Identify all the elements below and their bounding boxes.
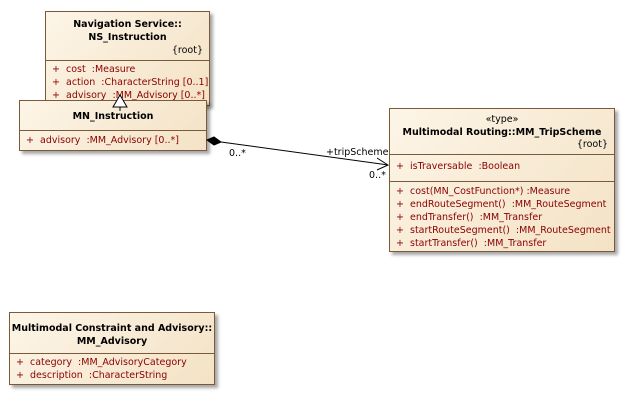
- attribute-row[interactable]: + isTraversable :Boolean: [396, 161, 521, 172]
- operation-row[interactable]: + endRouteSegment() :MM_RouteSegment: [396, 199, 607, 210]
- operation-row[interactable]: + endTransfer() :MM_Transfer: [396, 212, 543, 223]
- attribute-row[interactable]: + advisory :MM_Advisory [0..*]: [26, 135, 179, 146]
- attribute-row[interactable]: + advisory :MM_Advisory [0..*]: [52, 90, 205, 101]
- attributes-compartment: + cost :Measure + action :CharacterStrin…: [46, 60, 209, 102]
- class-title: Multimodal Routing::MM_TripScheme: [402, 127, 602, 138]
- association-role-label: +tripScheme: [326, 147, 389, 158]
- class-title: Navigation Service:: NS_Instruction: [73, 19, 182, 43]
- attributes-compartment: + category :MM_AdvisoryCategory + descri…: [10, 353, 214, 382]
- attribute-row[interactable]: + category :MM_AdvisoryCategory: [16, 357, 187, 368]
- operations-compartment: + cost(MN_CostFunction*) :Measure + endR…: [390, 181, 614, 250]
- attribute-row[interactable]: + cost :Measure: [52, 64, 136, 75]
- class-mm-tripscheme[interactable]: «type» Multimodal Routing::MM_TripScheme…: [389, 108, 615, 252]
- composition-line: [220, 141, 389, 166]
- class-title: Multimodal Constraint and Advisory:: MM_…: [11, 323, 213, 347]
- class-tag: {root}: [576, 139, 608, 150]
- class-mm-advisory[interactable]: Multimodal Constraint and Advisory:: MM_…: [9, 312, 215, 385]
- class-ns-instruction[interactable]: Navigation Service:: NS_Instruction {roo…: [45, 11, 210, 106]
- attributes-compartment: + advisory :MM_Advisory [0..*]: [20, 130, 206, 147]
- class-title: MN_Instruction: [72, 111, 154, 122]
- source-multiplicity-label: 0..*: [229, 148, 246, 159]
- operation-row[interactable]: + startTransfer() :MM_Transfer: [396, 238, 547, 249]
- operation-row[interactable]: + cost(MN_CostFunction*) :Measure: [396, 186, 571, 197]
- class-mn-instruction[interactable]: MN_Instruction + advisory :MM_Advisory […: [19, 100, 207, 151]
- operation-row[interactable]: + startRouteSegment() :MM_RouteSegment: [396, 225, 611, 236]
- attribute-row[interactable]: + action :CharacterString [0..1]: [52, 77, 209, 88]
- class-tag: {root}: [171, 45, 203, 56]
- stereotype-label: «type»: [485, 114, 519, 125]
- target-multiplicity-label: 0..*: [369, 170, 386, 181]
- attributes-compartment: + isTraversable :Boolean: [390, 154, 614, 181]
- attribute-row[interactable]: + description :CharacterString: [16, 370, 168, 381]
